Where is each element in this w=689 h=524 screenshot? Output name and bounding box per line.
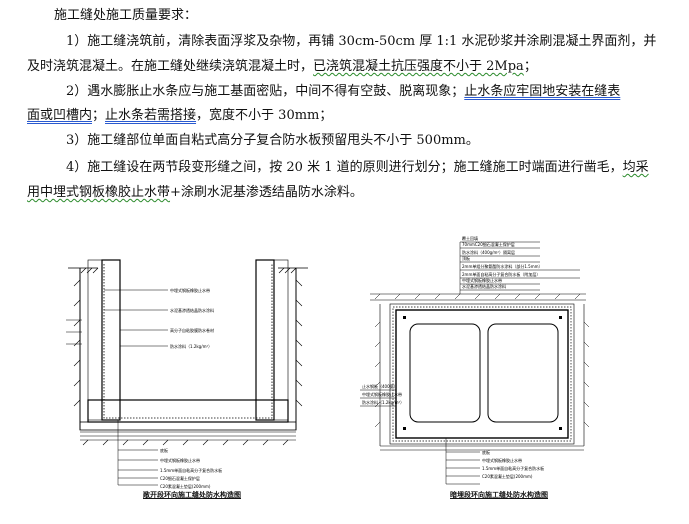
open-section-joint-drawing: 中埋式钢板橡胶止水带 水泥基渗透结晶防水涂料 高分子自粘胶膜防水卷材 防水涂料（… — [66, 259, 308, 489]
paragraph-2-text: 2）遇水膨胀止水条应与施工基面密贴，中间不得有空鼓、脱离现象； — [66, 84, 465, 99]
svg-text:2mm单组分聚氨酯防水涂料（部分1.5mm）: 2mm单组分聚氨酯防水涂料（部分1.5mm） — [462, 263, 543, 269]
svg-text:1.5mm单面自粘高分子复合防水板: 1.5mm单面自粘高分子复合防水板 — [160, 467, 222, 473]
svg-text:止水钢板（400宽）: 止水钢板（400宽） — [362, 383, 398, 389]
paragraph-4-highlight-2: 用中埋式钢板橡胶止水带 — [27, 185, 171, 200]
svg-text:底板: 底板 — [160, 447, 168, 453]
paragraph-2-end: ，宽度不小于 30mm； — [196, 108, 333, 123]
svg-text:水泥基渗透结晶防水涂料: 水泥基渗透结晶防水涂料 — [170, 307, 214, 313]
svg-text:中埋式钢板橡胶止水带: 中埋式钢板橡胶止水带 — [362, 391, 402, 397]
paragraph-4-text: 4）施工缝设在两节段变形缝之间，按 20 米 1 道的原则进行划分；施工缝施工时… — [66, 160, 623, 175]
right-figure-caption: 暗埋段环向施工缝处防水构造图 — [450, 491, 548, 499]
svg-text:70mmC20细石混凝土保护层: 70mmC20细石混凝土保护层 — [462, 241, 515, 247]
paragraph-4-line-2: 用中埋式钢板橡胶止水带+涂刷水泥基渗透结晶防水涂料。 — [27, 185, 363, 201]
paragraph-1-line-1: 1）施工缝浇筑前，清除表面浮浆及杂物，再铺 30cm-50cm 厚 1:1 水泥… — [66, 34, 657, 49]
svg-text:顶板: 顶板 — [462, 255, 470, 261]
paragraph-3: 3）施工缝部位单面自粘式高分子复合防水板预留甩头不小于 500mm。 — [66, 133, 479, 148]
paragraph-1-end: ； — [523, 59, 537, 74]
svg-text:C20素混凝土垫层(200mm): C20素混凝土垫层(200mm) — [160, 483, 211, 489]
svg-text:防水涂料（1.2kg/m²）: 防水涂料（1.2kg/m²） — [170, 343, 212, 349]
svg-text:高分子自粘胶膜防水卷材: 高分子自粘胶膜防水卷材 — [170, 327, 214, 333]
svg-text:C20细石混凝土保护层: C20细石混凝土保护层 — [160, 475, 200, 481]
paragraph-4-highlight: 均采 — [622, 160, 649, 175]
paragraph-2-line-2: 面或凹槽内；止水条若需搭接，宽度不小于 30mm； — [27, 108, 332, 124]
paragraph-1-highlight: 已浇筑混凝土抗压强度不小于 2Mpa — [313, 59, 524, 74]
buried-section-joint-drawing: 覆土回填 70mmC20细石混凝土保护层 防水涂料（400g/m²）隔离层 顶板… — [360, 235, 590, 485]
svg-text:2mm单面自粘高分子复合防水板（附加层）: 2mm单面自粘高分子复合防水板（附加层） — [462, 271, 540, 277]
svg-text:中埋式钢板橡胶止水带: 中埋式钢板橡胶止水带 — [482, 457, 522, 463]
paragraph-4-line-1: 4）施工缝设在两节段变形缝之间，按 20 米 1 道的原则进行划分；施工缝施工时… — [66, 160, 649, 176]
section-heading: 施工缝处施工质量要求： — [54, 8, 198, 23]
svg-text:防水涂料（400g/m²）隔离层: 防水涂料（400g/m²）隔离层 — [462, 249, 515, 255]
svg-text:中埋式钢板橡胶止水带: 中埋式钢板橡胶止水带 — [160, 457, 200, 463]
svg-text:覆土回填: 覆土回填 — [462, 235, 478, 241]
svg-text:中埋式钢板橡胶止水带: 中埋式钢板橡胶止水带 — [170, 287, 210, 293]
paragraph-4-end: +涂刷水泥基渗透结晶防水涂料。 — [170, 185, 363, 200]
svg-text:1.5mm单面自粘高分子复合防水板: 1.5mm单面自粘高分子复合防水板 — [482, 465, 544, 471]
paragraph-2-highlight-2: 面或凹槽内 — [27, 108, 93, 123]
svg-text:C20素混凝土垫层(200mm): C20素混凝土垫层(200mm) — [482, 473, 533, 479]
paragraph-2-highlight: 止水条应牢固地安装在缝表 — [464, 84, 621, 99]
paragraph-2-line-1: 2）遇水膨胀止水条应与施工基面密贴，中间不得有空鼓、脱离现象；止水条应牢固地安装… — [66, 84, 620, 100]
paragraph-2-highlight-3: 止水条若需搭接 — [105, 108, 197, 123]
paragraph-1-text: 及时浇筑混凝土。在施工缝处继续浇筑混凝土时， — [27, 59, 314, 74]
svg-text:水泥基渗透结晶防水涂料: 水泥基渗透结晶防水涂料 — [462, 283, 506, 289]
left-figure-caption: 敞开段环向施工缝处防水构造图 — [143, 491, 241, 499]
paragraph-2-sep: ； — [92, 108, 106, 123]
paragraph-1-line-2: 及时浇筑混凝土。在施工缝处继续浇筑混凝土时，已浇筑混凝土抗压强度不小于 2Mpa… — [27, 59, 537, 75]
svg-text:底板: 底板 — [482, 449, 490, 455]
svg-text:中埋式钢板橡胶止水带: 中埋式钢板橡胶止水带 — [462, 277, 502, 283]
svg-text:防水涂料（1.2kg/m²）: 防水涂料（1.2kg/m²） — [362, 399, 404, 405]
